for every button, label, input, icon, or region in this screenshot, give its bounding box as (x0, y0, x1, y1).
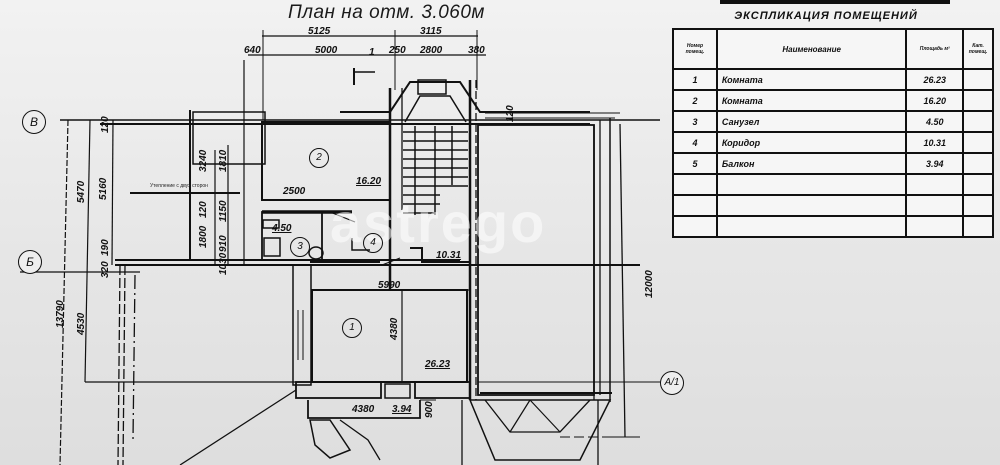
dim-4530: 4530 (76, 312, 87, 335)
dim-1030: 1030 (218, 252, 229, 275)
dim-1800: 1800 (198, 225, 209, 248)
dim-2500: 2500 (283, 186, 306, 197)
room-number-3: 3 (290, 237, 310, 257)
table-row-empty (672, 194, 994, 217)
dim-120-right: 120 (505, 105, 516, 122)
table-header-row: Номер помещ. Наименование Площадь м² Кат… (672, 28, 994, 70)
dim-3115: 3115 (420, 26, 442, 37)
row-area: 4.50 (905, 110, 965, 133)
room-area-5: 3.94 (392, 404, 412, 415)
dim-2800: 2800 (420, 45, 443, 56)
dim-190: 190 (100, 239, 111, 256)
room-area-2: 16.20 (356, 176, 382, 187)
section-mark: 1 (369, 47, 375, 58)
row-category (962, 152, 994, 175)
dim-120b: 120 (198, 201, 209, 218)
insulation-note: Утепление с двух сторон (150, 183, 208, 189)
axis-marker-a1: А/1 (660, 371, 684, 395)
dim-5000: 5000 (315, 45, 338, 56)
row-number: 2 (672, 89, 718, 112)
empty-cell (962, 194, 994, 217)
row-number: 3 (672, 110, 718, 133)
empty-cell (672, 173, 718, 196)
row-name: Санузел (715, 110, 908, 133)
empty-cell (672, 215, 718, 238)
row-area: 16.20 (905, 89, 965, 112)
room-number-4: 4 (363, 233, 383, 253)
dim-320: 320 (100, 261, 111, 278)
dim-13790: 13790 (55, 300, 66, 328)
explication-table: Номер помещ. Наименование Площадь м² Кат… (672, 28, 994, 238)
row-area: 10.31 (905, 131, 965, 154)
table-row-empty (672, 215, 994, 238)
room-area-1: 26.23 (425, 359, 451, 370)
row-number: 1 (672, 68, 718, 91)
table-row-empty (672, 173, 994, 196)
dim-4380-vertical: 4380 (389, 317, 400, 340)
row-name: Комната (715, 89, 908, 112)
row-area: 3.94 (905, 152, 965, 175)
dim-4380-horizontal: 4380 (352, 404, 375, 415)
header-room-number: Номер помещ. (672, 28, 718, 70)
row-name: Комната (715, 68, 908, 91)
dim-5990: 5990 (378, 280, 401, 291)
room-area-4: 10.31 (436, 250, 462, 261)
header-name: Наименование (715, 28, 908, 70)
dim-5160: 5160 (98, 177, 109, 200)
dim-250: 250 (389, 45, 406, 56)
room-explication: ЭКСПЛИКАЦИЯ ПОМЕЩЕНИЙ Номер помещ. Наиме… (672, 10, 1000, 238)
axis-marker-b: Б (18, 250, 42, 274)
empty-cell (905, 194, 965, 217)
row-area: 26.23 (905, 68, 965, 91)
row-name: Балкон (715, 152, 908, 175)
dim-910: 910 (218, 235, 229, 252)
empty-cell (672, 194, 718, 217)
dim-120: 120 (100, 116, 111, 133)
dim-1150: 1150 (218, 200, 229, 222)
header-area: Площадь м² (905, 28, 965, 70)
empty-cell (962, 215, 994, 238)
empty-cell (962, 173, 994, 196)
empty-cell (715, 215, 908, 238)
dim-380: 380 (468, 45, 485, 56)
row-category (962, 68, 994, 91)
row-category (962, 110, 994, 133)
room-1-number-2: 2 (309, 148, 329, 168)
empty-cell (905, 215, 965, 238)
empty-cell (905, 173, 965, 196)
row-number: 4 (672, 131, 718, 154)
dim-3240: 3240 (198, 149, 209, 172)
plan-title: План на отм. 3.060м (288, 2, 485, 23)
dim-640: 640 (244, 45, 261, 56)
dim-5125: 5125 (308, 26, 331, 37)
explication-title: ЭКСПЛИКАЦИЯ ПОМЕЩЕНИЙ (734, 10, 918, 22)
room-number-1: 1 (342, 318, 362, 338)
row-category (962, 89, 994, 112)
axis-marker-v: В (22, 110, 46, 134)
dim-900: 900 (424, 401, 435, 418)
row-name: Коридор (715, 131, 908, 154)
room-area-3: 4.50 (272, 223, 292, 234)
dim-12000: 12000 (644, 270, 655, 298)
empty-cell (715, 194, 908, 217)
row-category (962, 131, 994, 154)
dim-5470: 5470 (76, 180, 87, 203)
header-category: Кат. помещ. (962, 28, 994, 70)
dim-1810: 1810 (218, 149, 229, 172)
empty-cell (715, 173, 908, 196)
row-number: 5 (672, 152, 718, 175)
